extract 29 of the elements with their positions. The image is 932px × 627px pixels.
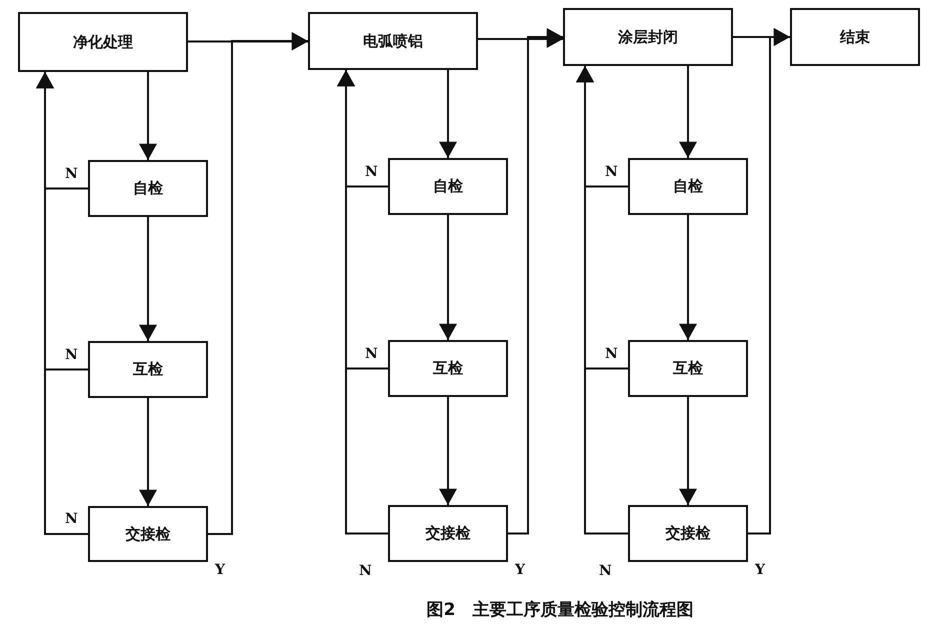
arrow: [576, 66, 628, 534]
arrow: [337, 70, 388, 534]
caption: 图2 主要工序质量检验控制流程图: [426, 599, 694, 621]
arrow: [679, 215, 697, 340]
arrow: [439, 215, 457, 340]
process-box: 涂层封闭: [563, 8, 733, 66]
arrow: [679, 66, 697, 158]
process-box: 交接检: [88, 506, 208, 562]
process-box: 电弧喷铝: [308, 12, 478, 70]
process-box: 互检: [388, 340, 508, 397]
arrow: [208, 32, 308, 535]
arrow: [36, 72, 88, 535]
arrow: [439, 397, 457, 505]
arrow: [748, 28, 790, 534]
arrow: [439, 70, 457, 158]
arrow: [139, 217, 157, 341]
process-box: 结束: [790, 8, 920, 66]
process-box: 自检: [88, 160, 208, 217]
process-box: 交接检: [628, 505, 748, 562]
arrow: [508, 28, 563, 534]
process-box: 自检: [628, 158, 748, 215]
arrow: [139, 72, 157, 160]
arrow: [679, 397, 697, 505]
process-box: 自检: [388, 158, 508, 215]
process-box: 交接检: [388, 505, 508, 562]
process-box: 互检: [628, 340, 748, 397]
arrow: [139, 398, 157, 506]
process-box: 净化处理: [18, 12, 188, 72]
process-box: 互检: [88, 341, 208, 398]
